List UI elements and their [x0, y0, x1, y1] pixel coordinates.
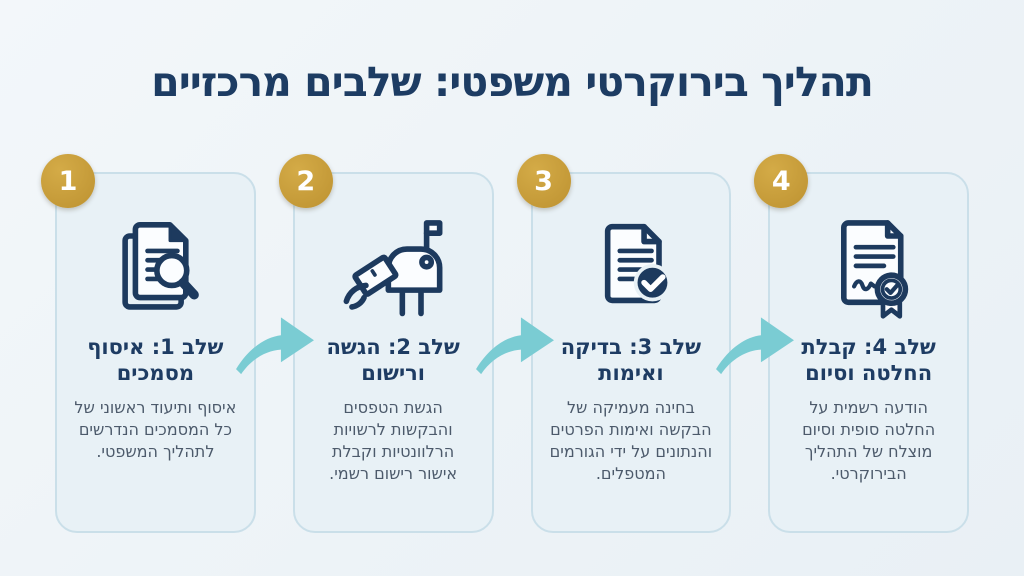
flow-arrow-1-to-2-icon: [236, 317, 314, 375]
document-check-icon: [604, 223, 672, 304]
stage-heading: שלב 4: קבלת החלטה וסיום: [801, 335, 936, 386]
stage-card-4: 4 שלב 4: קבלת החלטה וסיום הודעה רשמית על…: [754, 154, 969, 533]
stage-heading: שלב 1: איסוף מסמכים: [87, 335, 224, 386]
stage-description: הודעה רשמית על החלטה סופית וסיום מוצלח ש…: [802, 397, 936, 483]
stage-description: הגשת הטפסים והבקשות לרשויות הרלוונטיות ו…: [329, 397, 458, 483]
flow-arrow-2-to-3-icon: [476, 317, 554, 375]
stage-card-1: 1 שלב 1: איסוף מסמכים איסוף ותיעוד ראשונ…: [41, 154, 256, 533]
stage-card-3: 3 שלב 3: בדיקה ואימות בחינה מעמיקה של הב…: [516, 154, 732, 533]
step-number-badge: 2: [278, 154, 333, 208]
stage-description: איסוף ותיעוד ראשוני של כל המסמכים הנדרשי…: [74, 397, 237, 461]
page-title: תהליך בירוקרטי משפטי: שלבים מרכזיים: [151, 58, 874, 106]
mailbox-submit-icon: [343, 220, 443, 317]
step-number-badge: 3: [516, 154, 571, 208]
stage-card-2: 2 שלב 2: הגשה ורישום הגשת הטפסים והבקשות…: [278, 154, 494, 533]
process-flow: 1 שלב 1: איסוף מסמכים איסוף ותיעוד ראשונ…: [41, 154, 969, 533]
documents-search-icon: [122, 222, 200, 310]
step-number-badge: 4: [754, 154, 809, 208]
step-number-badge: 1: [41, 154, 95, 208]
stage-heading: שלב 3: בדיקה ואימות: [560, 335, 702, 386]
certificate-award-icon: [840, 220, 908, 319]
flow-arrow-3-to-4-icon: [716, 317, 794, 375]
stage-description: בחינה מעמיקה של הבקשה ואימות הפרטים והנת…: [549, 397, 713, 483]
stage-heading: שלב 2: הגשה ורישום: [326, 335, 460, 386]
